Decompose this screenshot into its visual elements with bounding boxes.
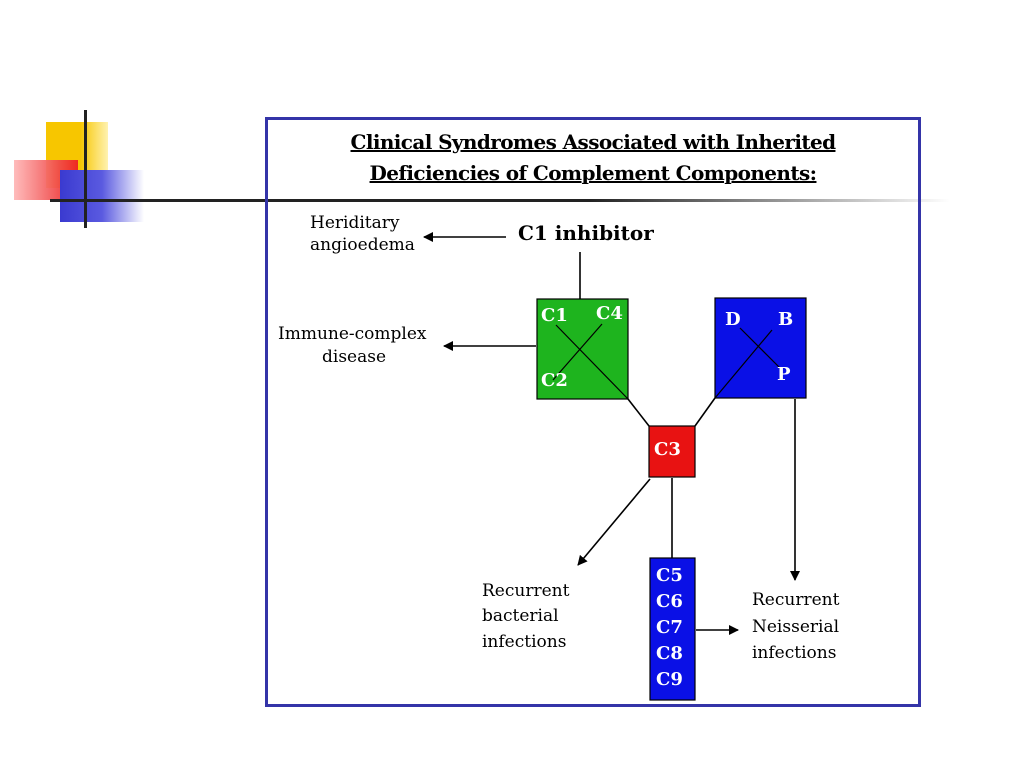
c1-label: C1 [541,305,568,326]
alternative-box-diagonal-a [714,329,773,399]
neisserial-label-line-1: Recurrent [752,590,840,610]
c1-inhibitor-label: C1 inhibitor [518,221,654,245]
alternative-box-diagonal-b [739,327,781,369]
c2-label: C2 [541,370,568,391]
c3-box [648,425,696,478]
decor-vertical-line [84,110,87,228]
c5-label: C5 [656,565,683,586]
hereditary-label-line-2: angioedema [310,235,415,255]
classical-pathway-box [536,298,629,400]
neisserial-label-line-3: infections [752,643,837,663]
c8-label: C8 [656,643,683,664]
complement-diagram [423,232,807,701]
arrow-c3-to-bacterial [577,478,651,566]
factor-d-label: D [725,309,741,330]
classical-box-diagonal-a [552,323,603,381]
properdin-label: P [777,364,791,385]
c7-label: C7 [656,617,683,638]
c3-label: C3 [654,439,681,460]
diagram-title-line-1: Clinical Syndromes Associated with Inher… [350,130,837,154]
c6-label: C6 [656,591,683,612]
connector-alternative-to-c3 [694,397,716,427]
decor-blue-square [60,170,144,222]
diagram-title-line-2: Deficiencies of Complement Components: [369,161,818,185]
c9-label: C9 [656,669,683,690]
bacterial-label-line-1: Recurrent [482,581,570,601]
factor-b-label: B [778,309,794,330]
bacterial-label-line-3: infections [482,632,567,652]
diagram-frame: Clinical Syndromes Associated with Inher… [265,117,921,707]
classical-box-diagonal-b [555,324,629,400]
decor-horizontal-line [50,199,950,202]
terminal-components-box [649,557,696,701]
immune-complex-label-line-2: disease [322,347,387,367]
bacterial-label-line-2: bacterial [482,606,559,626]
connector-classical-to-c3 [627,398,650,427]
hereditary-label-line-1: Heriditary [310,213,400,233]
neisserial-label-line-2: Neisserial [752,617,840,637]
immune-complex-label-line-1: Immune-complex [278,324,427,344]
c4-label: C4 [596,303,623,324]
